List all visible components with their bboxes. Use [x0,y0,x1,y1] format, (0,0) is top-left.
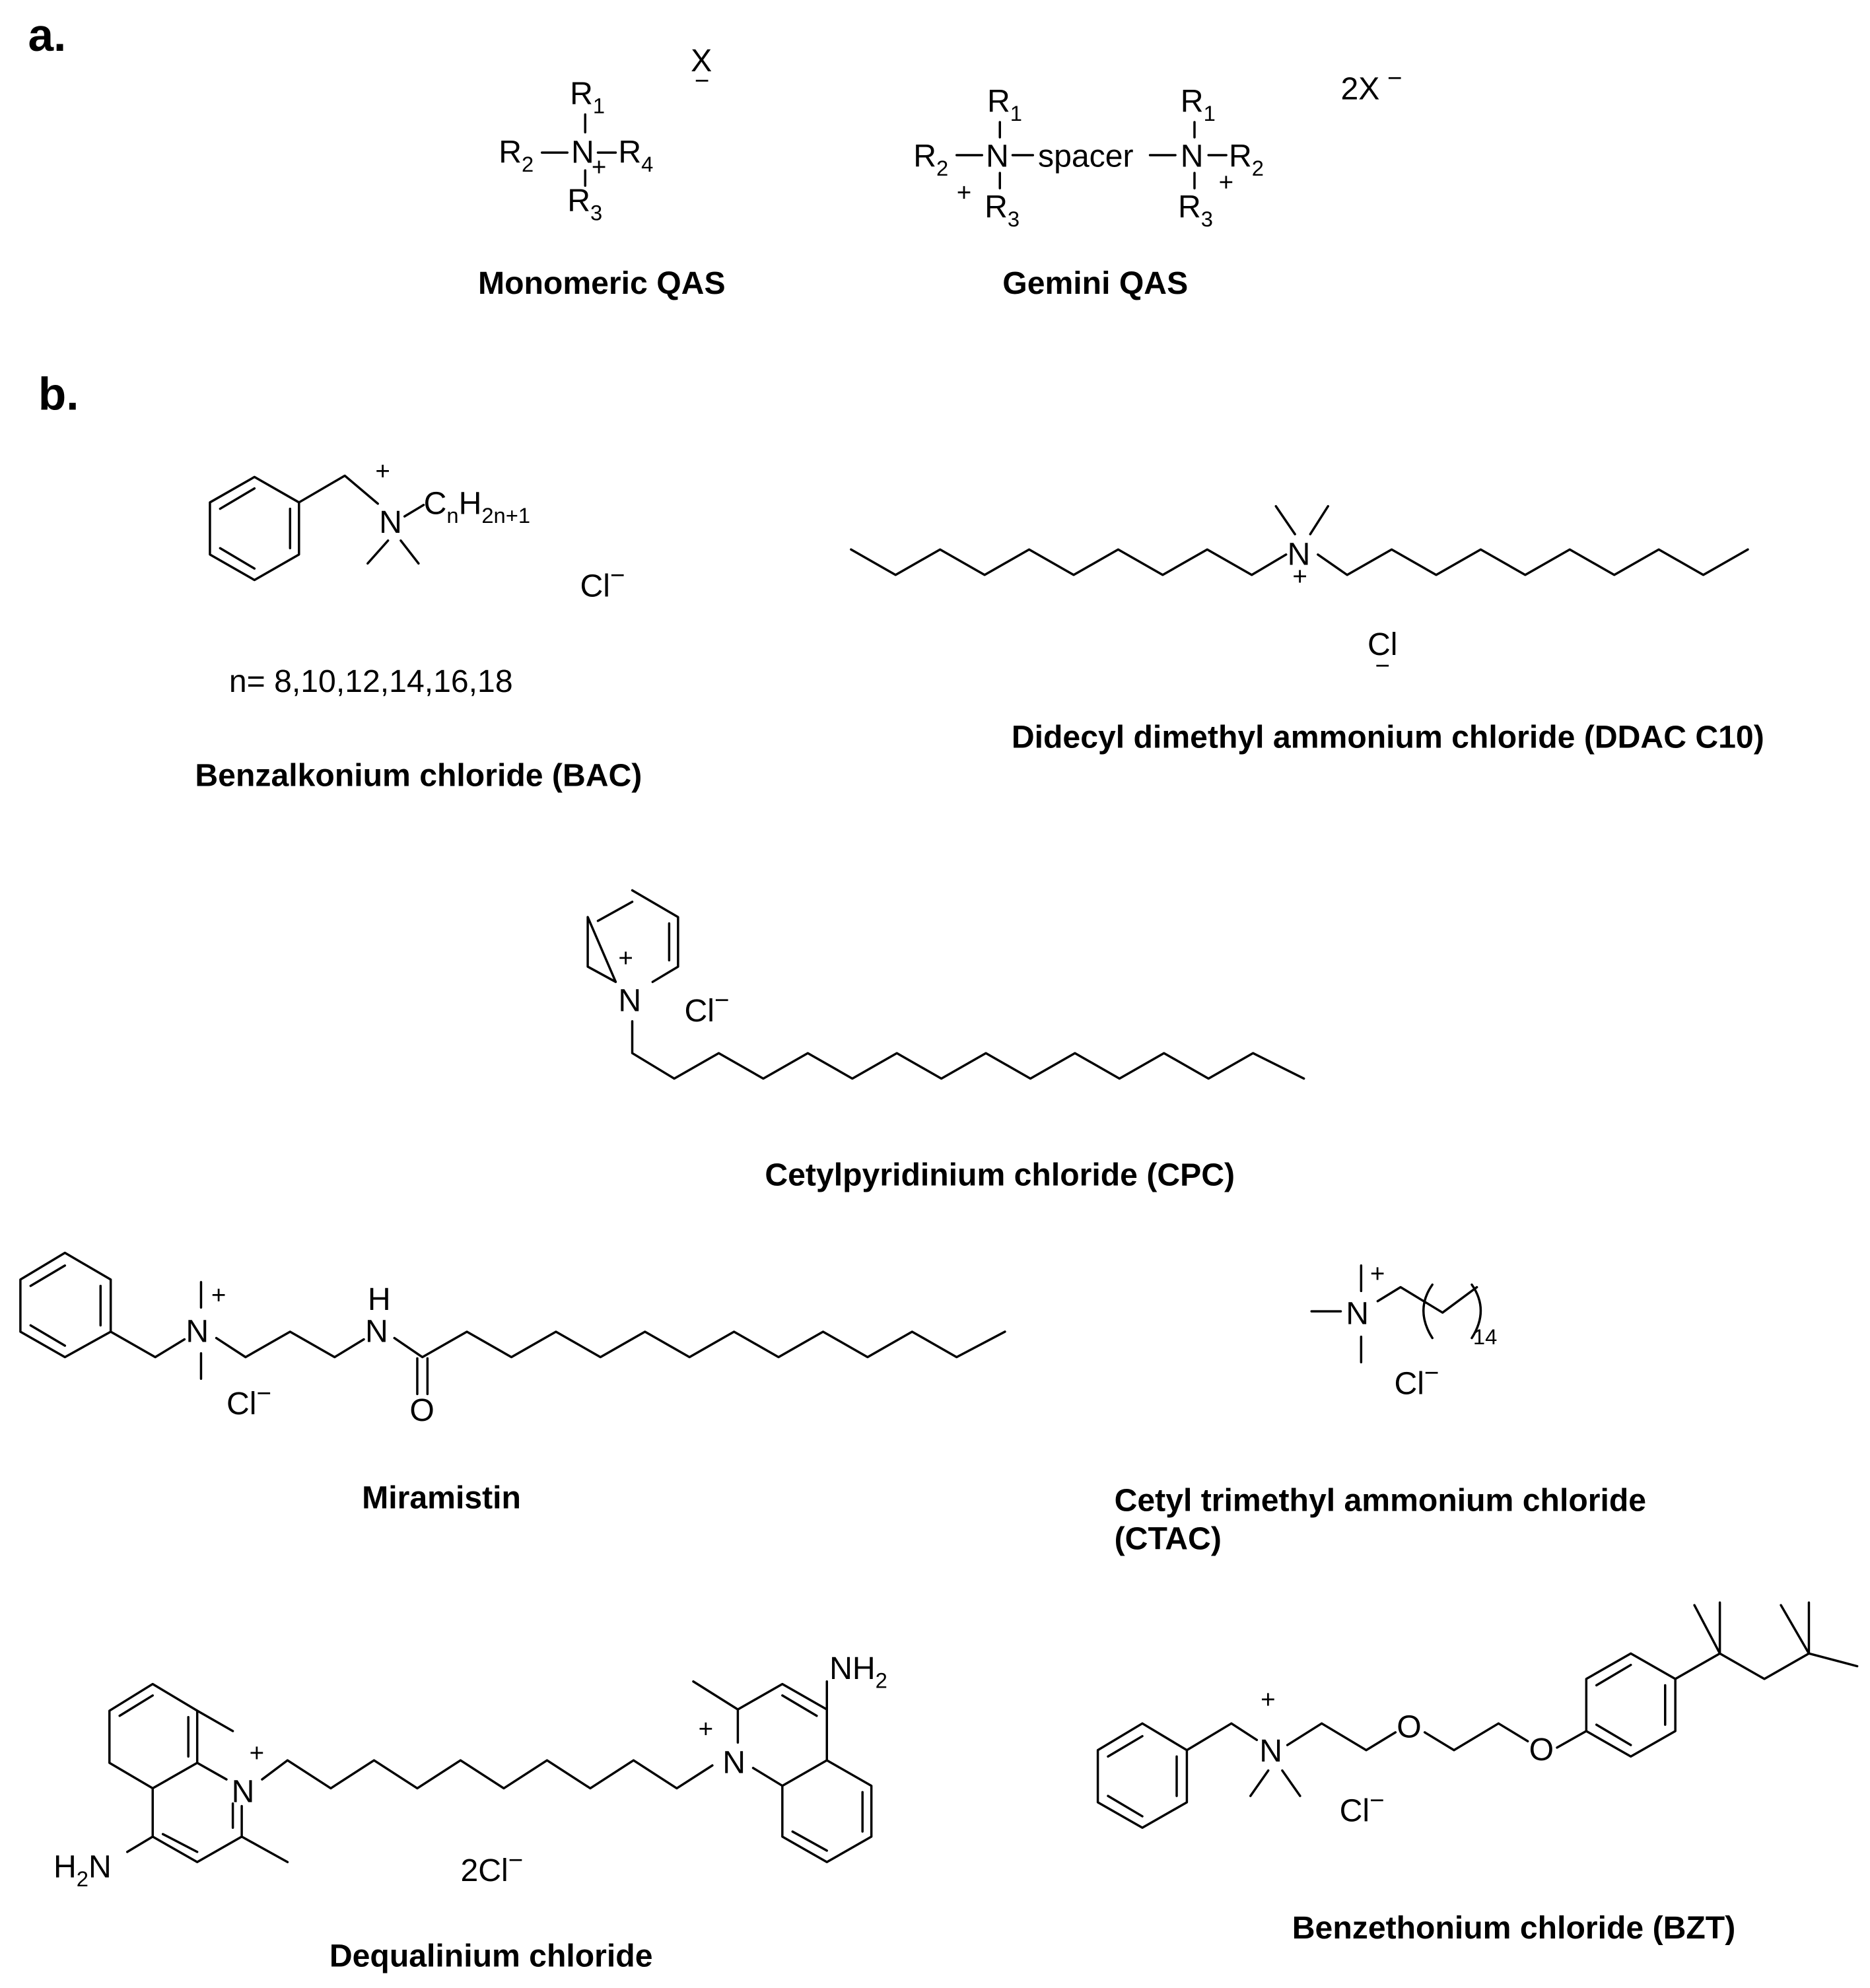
gemini-left-n: N [986,138,1009,174]
miramistin-counterion: Cl− [226,1379,271,1422]
ddac-caption: Didecyl dimethyl ammonium chloride (DDAC… [1012,720,1764,755]
gemini-anion: 2X− [1341,64,1402,106]
monomeric-r1: R1 [570,76,605,118]
ctac-counterion: Cl− [1394,1359,1439,1401]
dequalinium-counterion: 2Cl− [460,1846,523,1888]
monomeric-r2: R2 [499,135,534,176]
miramistin-o: O [409,1392,434,1428]
panel-label-b: b. [38,368,79,419]
panel-label-a: a. [28,9,66,61]
dequalinium-n1: N [232,1774,255,1810]
cpc-counterion: Cl− [684,986,729,1029]
monomeric-anion-charge: − [695,67,710,95]
ctac-n: N [1346,1295,1369,1331]
bac-charge: + [375,457,390,485]
bzt-o2: O [1529,1732,1554,1767]
ctac-caption-line1: Cetyl trimethyl ammonium chloride [1115,1483,1646,1519]
ddac-n: N [1288,536,1311,572]
dequalinium-structure: N + H2N N + NH2 2Cl− [53,1651,887,1891]
dequalinium-charge1: + [250,1739,265,1767]
ddac-charge: + [1292,563,1307,591]
dequalinium-nh2: NH2 [829,1651,887,1692]
bac-counterion: Cl− [580,561,625,603]
bzt-structure: N + O O Cl− [1096,1601,1859,1830]
miramistin-n1: N [186,1313,209,1349]
gemini-spacer: spacer [1038,138,1134,174]
gemini-left-r2: R2 [913,138,948,180]
cpc-charge: + [618,944,633,973]
miramistin-structure: N + N H O Cl− [19,1251,1006,1428]
ctac-structure: N + 14 Cl− [1310,1260,1497,1401]
monomeric-r4: R4 [618,135,653,176]
bzt-counterion: Cl− [1340,1786,1385,1828]
bac-n: N [379,504,402,540]
monomeric-qas-structure: R1 R2 N R4 + R3 X − [499,43,712,224]
gemini-left-r1: R1 [987,84,1022,125]
monomeric-r3: R3 [567,183,602,224]
miramistin-caption: Miramistin [362,1480,521,1516]
monomeric-n: N [571,135,594,170]
dequalinium-charge2: + [699,1715,714,1743]
bzt-charge: + [1261,1686,1276,1714]
cpc-n: N [618,983,641,1019]
dequalinium-h2n: H2N [53,1849,112,1890]
miramistin-charge: + [211,1282,226,1310]
monomeric-qas-caption: Monomeric QAS [478,265,726,301]
miramistin-h: H [368,1282,391,1317]
miramistin-n2: N [365,1313,388,1349]
monomeric-charge: + [592,153,607,182]
bzt-n: N [1259,1733,1282,1769]
ctac-charge: + [1370,1260,1385,1288]
gemini-right-n: N [1181,138,1204,174]
gemini-left-charge: + [957,178,972,207]
ddac-counterion: Cl [1368,627,1397,662]
ctac-repeat: 14 [1473,1324,1497,1349]
gemini-qas-caption: Gemini QAS [1002,265,1188,301]
gemini-right-charge: + [1219,168,1234,197]
gemini-right-r2: R2 [1229,138,1264,180]
gemini-right-r1: R1 [1181,84,1216,125]
gemini-left-r3: R3 [985,189,1020,230]
cpc-structure: N + Cl− [586,889,1305,1080]
ctac-caption-line2: (CTAC) [1115,1521,1222,1556]
bac-caption: Benzalkonium chloride (BAC) [195,758,642,794]
monomeric-anion: X [691,43,712,79]
cpc-caption: Cetylpyridinium chloride (CPC) [765,1157,1235,1192]
ddac-counterion-charge: − [1375,652,1391,680]
bac-n-values: n= 8,10,12,14,16,18 [229,664,513,699]
bac-chain: CnH2n+1 [424,485,531,527]
gemini-right-r3: R3 [1178,189,1213,230]
gemini-qas-structure: R1 R2 N spacer N R2 R1 + R3 R3 + 2X− [913,64,1402,231]
dequalinium-caption: Dequalinium chloride [329,1938,653,1973]
ddac-structure: N + Cl − [850,504,1749,680]
dequalinium-n2: N [722,1744,745,1780]
bzt-o1: O [1397,1709,1421,1744]
bac-structure: N + CnH2n+1 Cl− [209,457,625,603]
bzt-caption: Benzethonium chloride (BZT) [1292,1910,1735,1946]
